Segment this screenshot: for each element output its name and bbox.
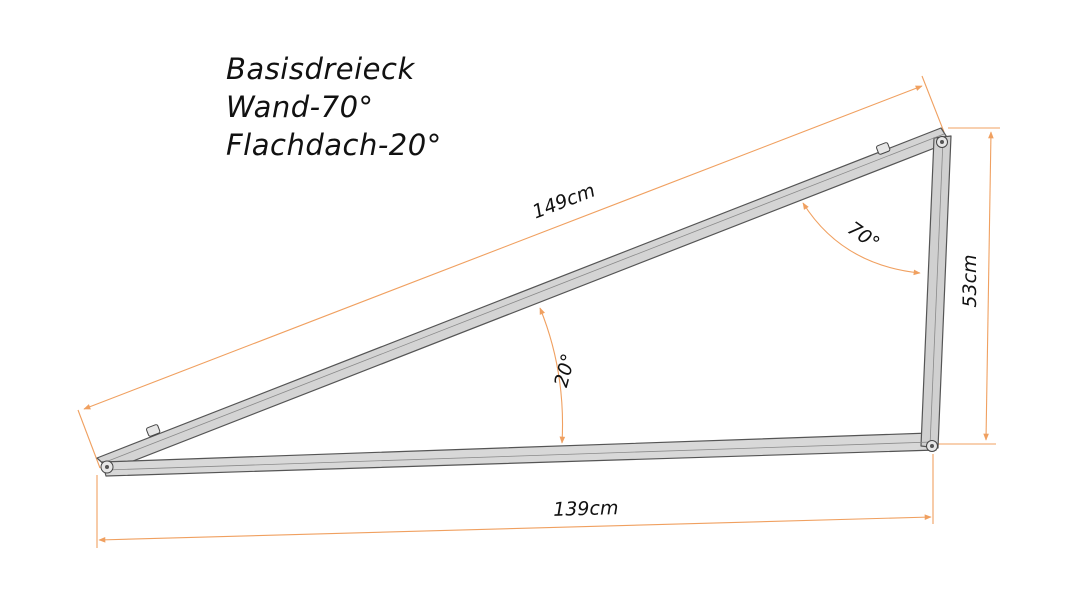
joint-bottom-left-pin	[105, 465, 109, 469]
base-rail-groove	[105, 441, 933, 471]
hyp-dimension-line	[83, 85, 923, 410]
base-length-label: 139cm	[553, 497, 619, 521]
angle-arc-top	[802, 202, 921, 276]
bottom-angle-label: 20°	[550, 351, 580, 389]
clamp-right	[876, 142, 891, 155]
joint-top-right-pin	[940, 140, 944, 144]
hypotenuse-rail	[96, 127, 951, 471]
base-rail	[101, 432, 937, 477]
hyp-extension-right	[921, 75, 945, 133]
top-angle-label: 70°	[843, 217, 883, 254]
vertical-rail-groove	[929, 139, 944, 447]
hypotenuse-length-label: 149cm	[529, 179, 598, 223]
joint-bottom-right-pin	[930, 444, 934, 448]
height-length-label: 53cm	[959, 254, 981, 307]
clamp-left	[146, 424, 161, 437]
base-dimension-line	[98, 514, 932, 543]
vertical-rail	[920, 135, 952, 449]
title-line-1: Basisdreieck	[226, 52, 415, 86]
height-dimension-line	[983, 131, 994, 441]
hyp-extension-left	[77, 409, 101, 469]
hypotenuse-rail-groove	[102, 133, 945, 464]
angle-arc-bottom	[539, 307, 566, 444]
